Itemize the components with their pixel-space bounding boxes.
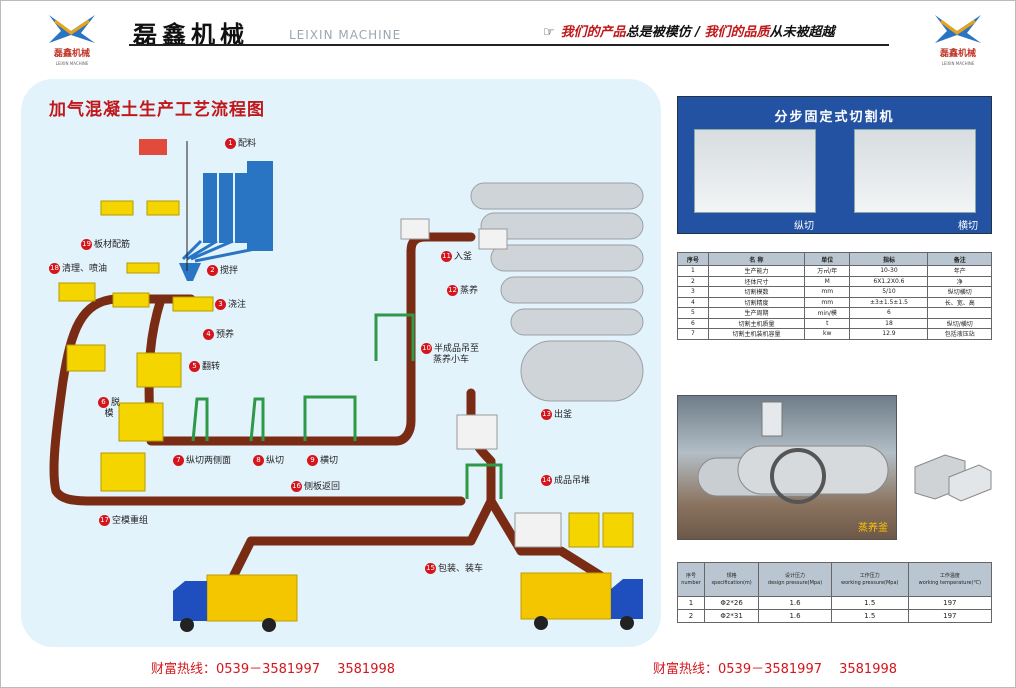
- flow-title: 加气混凝土生产工艺流程图: [49, 100, 265, 120]
- autoclave-vessels: [470, 182, 644, 402]
- longitudinal-cut-caption: 纵切: [794, 221, 814, 232]
- truck-left: [173, 574, 298, 632]
- cement-silos: [179, 161, 273, 281]
- hotline-left: 财富热线：0539－3581997 3581998: [151, 662, 396, 677]
- pointing-hand-icon: ☞: [543, 25, 555, 40]
- cutting-frames: [191, 313, 503, 499]
- brand-name-en: LEIXIN MACHINE: [289, 28, 402, 42]
- conveyor-belt-return: [49, 294, 466, 506]
- cutter-machine-panel: 分步固定式切割机 纵切 横切: [677, 96, 992, 234]
- product-crates: [568, 512, 634, 548]
- autoclave-caption: 蒸养釜: [858, 523, 888, 534]
- leixin-logo-icon: [935, 15, 981, 43]
- logo-label: 磊鑫机械: [53, 49, 90, 59]
- logo-label: 磊鑫机械: [939, 49, 976, 59]
- longitudinal-cut-photo: [694, 129, 816, 213]
- cross-cut-caption: 横切: [958, 221, 978, 232]
- autoclave-photo: 蒸养釜: [677, 395, 897, 540]
- conveyor-belt-main: [111, 232, 476, 446]
- slogan: ☞我们的产品总是被模仿 / 我们的品质从未被超越: [543, 25, 835, 40]
- logo-left: 磊鑫机械 LEIXIN MACHINE: [41, 9, 103, 66]
- truck-right: [520, 572, 643, 630]
- mixer-coil: [139, 139, 167, 155]
- leixin-logo-icon: [49, 15, 95, 43]
- header-rule: [129, 44, 889, 46]
- mould-boxes: [58, 200, 214, 492]
- logo-right: 磊鑫机械 LEIXIN MACHINE: [927, 9, 989, 66]
- autoclave-illustration: [697, 401, 889, 504]
- logo-tagline: LEIXIN MACHINE: [55, 61, 89, 66]
- cutter-panel-title: 分步固定式切割机: [774, 110, 895, 125]
- aerated-block-samples-icon: [914, 454, 992, 502]
- hotline-right: 财富热线：0539－3581997 3581998: [653, 662, 898, 677]
- logo-tagline: LEIXIN MACHINE: [941, 61, 975, 66]
- finished-block-stacks: [400, 218, 562, 548]
- table-header-row: 序号名 称单位指标备注: [677, 252, 992, 266]
- cross-cut-photo: [854, 129, 976, 213]
